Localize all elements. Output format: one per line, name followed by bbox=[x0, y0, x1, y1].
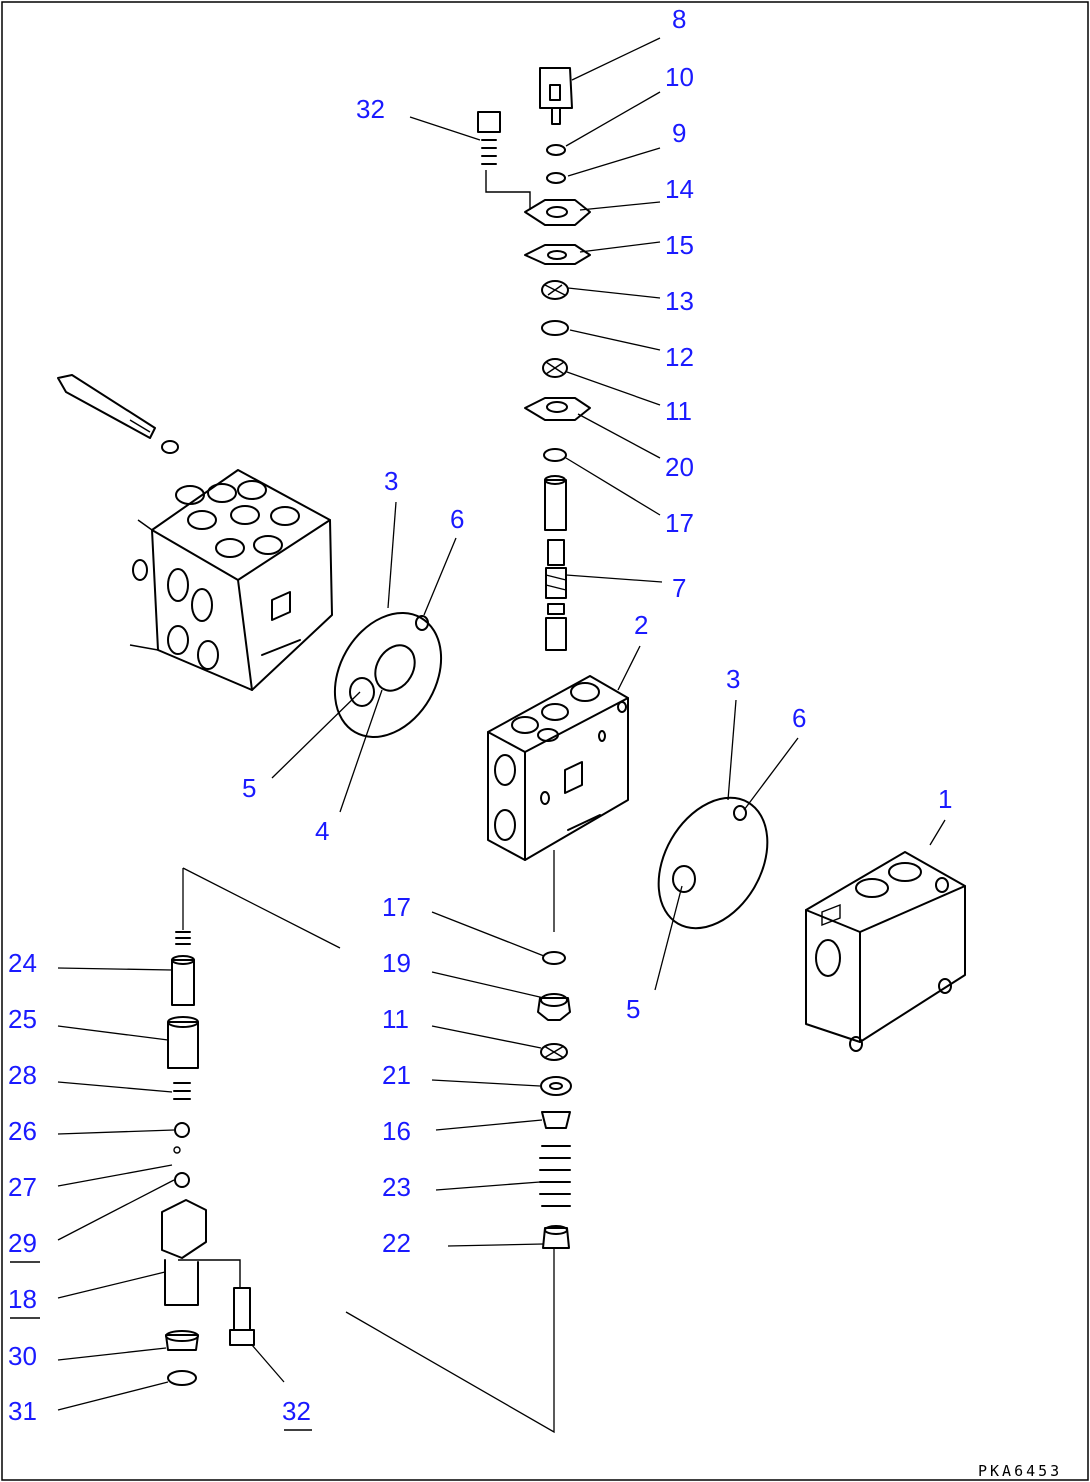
gasket-left bbox=[333, 612, 443, 738]
right-end-block bbox=[805, 851, 966, 1052]
callout-9: 9 bbox=[672, 118, 686, 148]
callout-29: 29 bbox=[8, 1228, 37, 1258]
lower-left-stack bbox=[161, 931, 255, 1386]
callout-6-left: 6 bbox=[450, 504, 464, 534]
callout-4: 4 bbox=[315, 816, 329, 846]
callout-32-top: 32 bbox=[356, 94, 385, 124]
callout-31: 31 bbox=[8, 1396, 37, 1426]
callout-32-bottom: 32 bbox=[282, 1396, 311, 1426]
callout-22: 22 bbox=[382, 1228, 411, 1258]
callout-27: 27 bbox=[8, 1172, 37, 1202]
callout-17-top: 17 bbox=[665, 508, 694, 538]
callout-14: 14 bbox=[665, 174, 694, 204]
callout-7: 7 bbox=[672, 573, 686, 603]
lower-center-stack bbox=[537, 951, 572, 1249]
callout-1: 1 bbox=[938, 784, 952, 814]
callout-23: 23 bbox=[382, 1172, 411, 1202]
callout-25: 25 bbox=[8, 1004, 37, 1034]
callout-2: 2 bbox=[634, 610, 648, 640]
gasket-right bbox=[657, 796, 769, 930]
callout-3-left: 3 bbox=[384, 466, 398, 496]
leader-lines bbox=[57, 37, 946, 1434]
callout-11-top: 11 bbox=[665, 396, 692, 426]
callout-6-right: 6 bbox=[792, 703, 806, 733]
callout-24: 24 bbox=[8, 948, 37, 978]
callout-5-left: 5 bbox=[242, 773, 256, 803]
callout-17-bottom: 17 bbox=[382, 892, 411, 922]
callout-12: 12 bbox=[665, 342, 694, 372]
callout-11-bottom: 11 bbox=[382, 1004, 409, 1034]
callout-18: 18 bbox=[8, 1284, 37, 1314]
callout-20: 20 bbox=[665, 452, 694, 482]
callout-30: 30 bbox=[8, 1341, 37, 1371]
callout-labels: 8 10 9 32 14 15 13 12 11 20 17 7 3 6 5 4… bbox=[8, 4, 952, 1426]
callout-15: 15 bbox=[665, 230, 694, 260]
left-valve-block bbox=[57, 374, 333, 691]
callout-13: 13 bbox=[665, 286, 694, 316]
upper-stack bbox=[477, 67, 591, 651]
callout-3-right: 3 bbox=[726, 664, 740, 694]
callout-28: 28 bbox=[8, 1060, 37, 1090]
callout-16: 16 bbox=[382, 1116, 411, 1146]
callout-19: 19 bbox=[382, 948, 411, 978]
drawing-code: PKA6453 bbox=[978, 1462, 1062, 1480]
center-valve-block bbox=[487, 675, 629, 861]
callout-5-right: 5 bbox=[626, 994, 640, 1024]
callout-8: 8 bbox=[672, 4, 686, 34]
callout-21: 21 bbox=[382, 1060, 411, 1090]
callout-26: 26 bbox=[8, 1116, 37, 1146]
callout-10: 10 bbox=[665, 62, 694, 92]
